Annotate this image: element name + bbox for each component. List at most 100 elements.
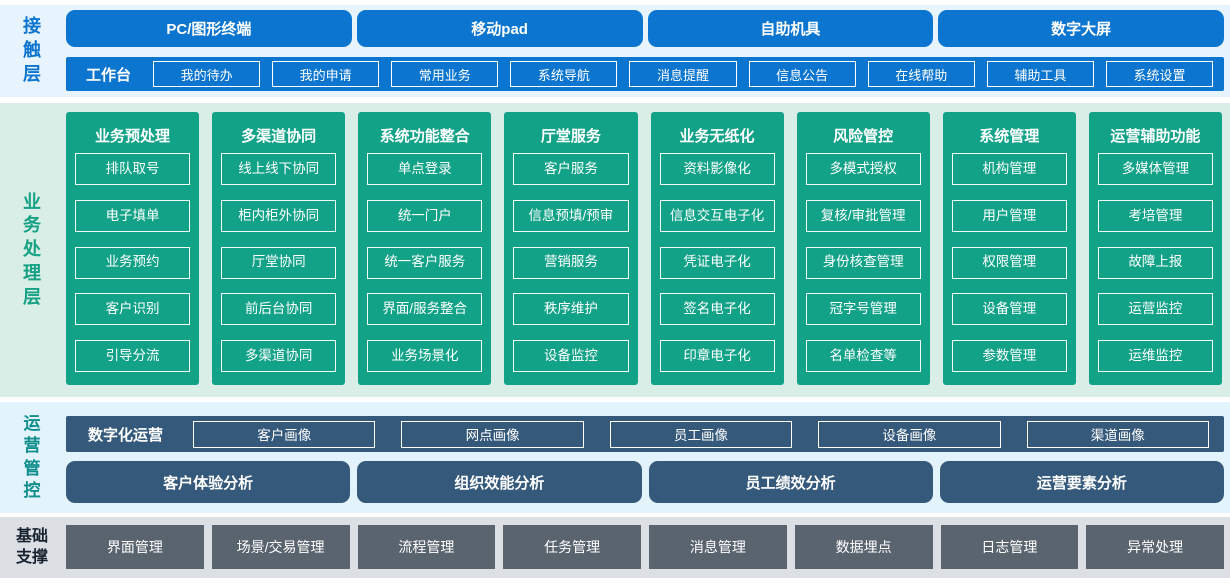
biz-column-items: 单点登录 统一门户 统一客户服务 界面/服务整合 业务场景化 bbox=[367, 153, 483, 372]
biz-item-queue-number: 排队取号 bbox=[75, 153, 191, 185]
fnd-item-task-mgmt: 任务管理 bbox=[503, 525, 641, 569]
business-layer-label: 业务处理层 bbox=[23, 191, 41, 307]
operations-management-band: 运营管控 数字化运营 客户画像 网点画像 员工画像 设备画像 渠道画像 客户体验… bbox=[0, 402, 1230, 513]
analysis-organization-efficiency: 组织效能分析 bbox=[357, 461, 642, 503]
biz-item-parameter-mgmt: 参数管理 bbox=[951, 340, 1067, 372]
biz-column-title: 业务预处理 bbox=[95, 127, 171, 145]
digital-item-branch-profile: 网点画像 bbox=[401, 420, 584, 448]
digital-item-channel-profile: 渠道画像 bbox=[1026, 420, 1209, 448]
contact-layer-label: 接触层 bbox=[23, 16, 41, 84]
biz-item-order-maintenance: 秩序维护 bbox=[513, 293, 629, 326]
workbench-item-message-reminder: 消息提醒 bbox=[629, 61, 737, 87]
biz-item-evoucher: 凭证电子化 bbox=[659, 246, 775, 279]
biz-item-sso: 单点登录 bbox=[367, 153, 483, 185]
biz-item-review-approval: 复核/审批管理 bbox=[805, 199, 921, 232]
digital-item-device-profile: 设备画像 bbox=[818, 420, 1001, 448]
foundation-support-band: 基础支撑 界面管理 场景/交易管理 流程管理 任务管理 消息管理 数据埋点 日志… bbox=[0, 517, 1230, 578]
workbench-bar: 工作台 我的待办 我的申请 常用业务 系统导航 消息提醒 信息公告 在线帮助 辅… bbox=[66, 57, 1224, 91]
fnd-item-exception-handling: 异常处理 bbox=[1086, 525, 1224, 569]
biz-column-paperless: 业务无纸化 资料影像化 信息交互电子化 凭证电子化 签名电子化 印章电子化 bbox=[650, 112, 784, 385]
workbench-item-system-navigation: 系统导航 bbox=[510, 61, 618, 87]
biz-item-list-check: 名单检查等 bbox=[805, 340, 921, 372]
workbench-item-system-settings: 系统设置 bbox=[1105, 61, 1213, 87]
device-self-service-machine: 自助机具 bbox=[647, 10, 934, 47]
business-columns: 业务预处理 排队取号 电子填单 业务预约 客户识别 引导分流 多渠道协同 线上线… bbox=[64, 103, 1230, 397]
biz-item-unified-customer-service: 统一客户服务 bbox=[367, 246, 483, 279]
biz-column-title: 业务无纸化 bbox=[679, 127, 755, 145]
fnd-item-data-tracking: 数据埋点 bbox=[794, 525, 933, 569]
biz-item-online-offline: 线上线下协同 bbox=[221, 153, 337, 185]
biz-item-appointment: 业务预约 bbox=[75, 246, 191, 279]
device-mobile-pad: 移动pad bbox=[356, 10, 643, 47]
biz-item-customer-identify: 客户识别 bbox=[75, 293, 191, 326]
ops-label-col: 运营管控 bbox=[0, 402, 64, 513]
biz-item-guide-diversion: 引导分流 bbox=[75, 340, 191, 372]
biz-column-preprocessing: 业务预处理 排队取号 电子填单 业务预约 客户识别 引导分流 bbox=[66, 112, 200, 385]
biz-column-items: 资料影像化 信息交互电子化 凭证电子化 签名电子化 印章电子化 bbox=[659, 153, 775, 372]
fnd-item-ui-mgmt: 界面管理 bbox=[66, 525, 204, 569]
device-row: PC/图形终端 移动pad 自助机具 数字大屏 bbox=[66, 10, 1224, 47]
workbench-item-info-announcement: 信息公告 bbox=[748, 61, 856, 87]
biz-item-hall-collab: 厅堂协同 bbox=[221, 246, 337, 279]
biz-column-items: 线上线下协同 柜内柜外协同 厅堂协同 前后台协同 多渠道协同 bbox=[221, 153, 337, 372]
business-layer-label-col: 业务处理层 bbox=[0, 103, 64, 397]
digital-item-customer-profile: 客户画像 bbox=[193, 420, 376, 448]
biz-column-items: 排队取号 电子填单 业务预约 客户识别 引导分流 bbox=[75, 153, 191, 372]
biz-item-device-mgmt: 设备管理 bbox=[951, 293, 1067, 326]
biz-column-risk-control: 风险管控 多模式授权 复核/审批管理 身份核查管理 冠字号管理 名单检查等 bbox=[796, 112, 930, 385]
biz-column-title: 风险管控 bbox=[833, 127, 894, 145]
biz-column-title: 运营辅助功能 bbox=[1110, 127, 1201, 145]
biz-item-esignature: 签名电子化 bbox=[659, 293, 775, 326]
biz-item-eseal: 印章电子化 bbox=[659, 340, 775, 372]
biz-item-multimedia-mgmt: 多媒体管理 bbox=[1097, 153, 1213, 185]
biz-column-items: 客户服务 信息预填/预审 营销服务 秩序维护 设备监控 bbox=[513, 153, 629, 372]
biz-item-serialnumber-mgmt: 冠字号管理 bbox=[805, 293, 921, 326]
biz-item-marketing-service: 营销服务 bbox=[513, 246, 629, 279]
biz-item-fault-report: 故障上报 bbox=[1097, 246, 1213, 279]
workbench-item-my-applications: 我的申请 bbox=[272, 61, 380, 87]
biz-item-user-mgmt: 用户管理 bbox=[951, 199, 1067, 232]
business-processing-band: 业务处理层 业务预处理 排队取号 电子填单 业务预约 客户识别 引导分流 多渠道… bbox=[0, 103, 1230, 397]
biz-column-system-integration: 系统功能整合 单点登录 统一门户 统一客户服务 界面/服务整合 业务场景化 bbox=[358, 112, 492, 385]
biz-item-training-mgmt: 考培管理 bbox=[1097, 199, 1213, 232]
biz-column-ops-auxiliary: 运营辅助功能 多媒体管理 考培管理 故障上报 运营监控 运维监控 bbox=[1088, 112, 1222, 385]
device-digital-screen: 数字大屏 bbox=[938, 10, 1224, 47]
biz-item-multimode-authorization: 多模式授权 bbox=[805, 153, 921, 185]
biz-column-title: 系统功能整合 bbox=[379, 127, 470, 145]
biz-item-multichannel-collab: 多渠道协同 bbox=[221, 340, 337, 372]
biz-column-system-mgmt: 系统管理 机构管理 用户管理 权限管理 设备管理 参数管理 bbox=[942, 112, 1076, 385]
biz-item-eform: 电子填单 bbox=[75, 199, 191, 232]
workbench-label: 工作台 bbox=[86, 66, 132, 84]
biz-column-title: 系统管理 bbox=[979, 127, 1040, 145]
workbench-item-auxiliary-tools: 辅助工具 bbox=[986, 61, 1094, 87]
workbench-item-common-business: 常用业务 bbox=[391, 61, 499, 87]
biz-item-identity-check: 身份核查管理 bbox=[805, 246, 921, 279]
biz-item-permission-mgmt: 权限管理 bbox=[951, 246, 1067, 279]
analysis-customer-experience: 客户体验分析 bbox=[66, 461, 351, 503]
biz-item-org-mgmt: 机构管理 bbox=[951, 153, 1067, 185]
fnd-item-scenario-transaction-mgmt: 场景/交易管理 bbox=[211, 525, 350, 569]
analysis-row: 客户体验分析 组织效能分析 员工绩效分析 运营要素分析 bbox=[66, 461, 1224, 503]
foundation-label-col: 基础支撑 bbox=[0, 517, 64, 578]
fnd-item-log-mgmt: 日志管理 bbox=[940, 525, 1079, 569]
biz-item-operation-monitor: 运营监控 bbox=[1097, 293, 1213, 326]
workbench-item-my-todo: 我的待办 bbox=[153, 61, 261, 87]
biz-column-items: 多模式授权 复核/审批管理 身份核查管理 冠字号管理 名单检查等 bbox=[805, 153, 921, 372]
contact-layer-label-col: 接触层 bbox=[0, 5, 64, 97]
biz-item-ui-service-integration: 界面/服务整合 bbox=[367, 293, 483, 326]
ops-content: 数字化运营 客户画像 网点画像 员工画像 设备画像 渠道画像 客户体验分析 组织… bbox=[64, 402, 1230, 513]
foundation-label: 基础支撑 bbox=[15, 527, 48, 566]
biz-item-document-imaging: 资料影像化 bbox=[659, 153, 775, 185]
biz-column-items: 机构管理 用户管理 权限管理 设备管理 参数管理 bbox=[951, 153, 1067, 372]
biz-item-scenario: 业务场景化 bbox=[367, 340, 483, 372]
device-pc-terminal: PC/图形终端 bbox=[66, 10, 352, 47]
biz-column-multichannel: 多渠道协同 线上线下协同 柜内柜外协同 厅堂协同 前后台协同 多渠道协同 bbox=[212, 112, 346, 385]
analysis-operation-factors: 运营要素分析 bbox=[939, 461, 1224, 503]
digital-item-employee-profile: 员工画像 bbox=[609, 420, 793, 448]
biz-column-title: 多渠道协同 bbox=[241, 127, 317, 145]
biz-column-hall-service: 厅堂服务 客户服务 信息预填/预审 营销服务 秩序维护 设备监控 bbox=[504, 112, 638, 385]
biz-item-counter-inout: 柜内柜外协同 bbox=[221, 199, 337, 232]
biz-item-einteraction: 信息交互电子化 bbox=[659, 199, 775, 232]
workbench-item-online-help: 在线帮助 bbox=[867, 61, 975, 87]
ops-label: 运营管控 bbox=[23, 413, 41, 500]
